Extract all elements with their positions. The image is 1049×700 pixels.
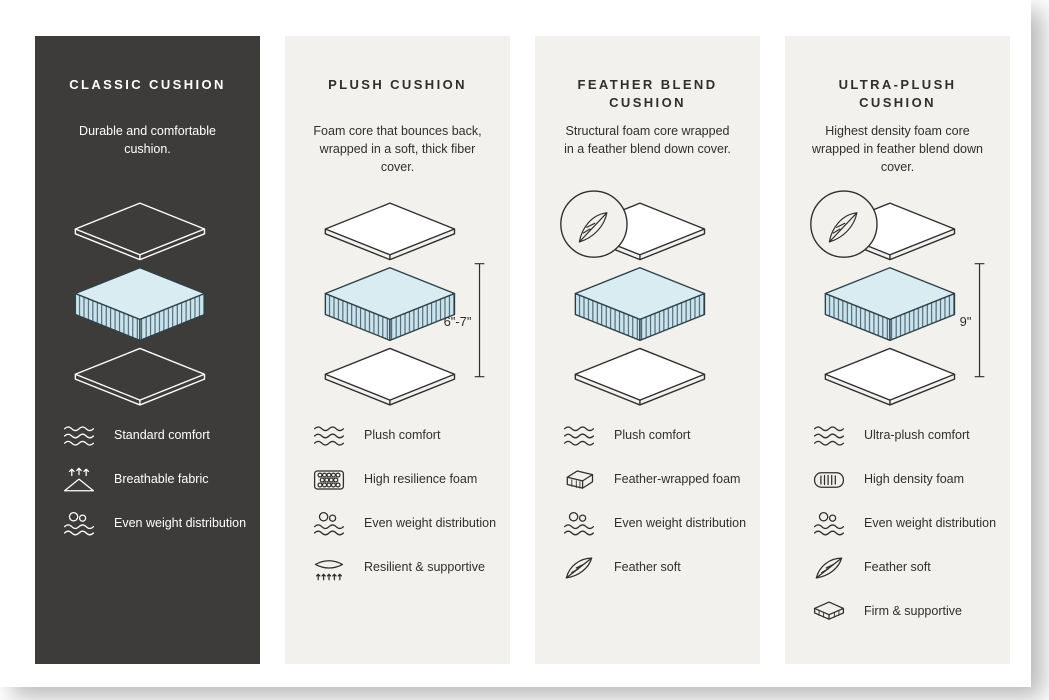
cushion-panels: CLASSIC CUSHION Durable and comfortable …: [35, 36, 1010, 664]
feature-label: Plush comfort: [364, 428, 441, 443]
feature-list: Ultra-plush comfort High density foam: [785, 414, 1010, 627]
feature-label: Even weight distribution: [864, 516, 997, 531]
feather-icon: [561, 554, 599, 582]
feather-icon: [811, 554, 849, 582]
feature-row: Feather soft: [561, 552, 752, 583]
feature-label: High resilience foam: [364, 472, 478, 487]
bottom-cover-layer: [324, 347, 455, 406]
even-weight-icon: [811, 510, 849, 538]
panel-title: PLUSH CUSHION: [328, 77, 467, 92]
panel-classic-cushion: CLASSIC CUSHION Durable and comfortable …: [35, 36, 260, 664]
feature-row: Plush comfort: [311, 420, 502, 451]
feature-row: Resilient & supportive: [311, 552, 502, 583]
top-cover-layer: [324, 202, 455, 261]
feature-row: Standard comfort: [61, 420, 252, 451]
feature-label: Resilient & supportive: [364, 560, 485, 575]
feature-row: Plush comfort: [561, 420, 752, 451]
feature-row: High density foam: [811, 464, 1002, 495]
breathable-icon: [61, 466, 99, 494]
layered-cushion-icon: [559, 190, 705, 406]
panel-plush-cushion: PLUSH CUSHION Foam core that bounces bac…: [285, 36, 510, 664]
layered-cushion-icon: 6"-7": [324, 202, 484, 406]
feature-label: High density foam: [864, 472, 965, 487]
feature-row: Even weight distribution: [811, 508, 1002, 539]
feature-label: Even weight distribution: [364, 516, 497, 531]
panel-title: ULTRA-PLUSH CUSHION: [838, 77, 957, 111]
feature-row: Feather soft: [811, 552, 1002, 583]
feature-label: Breathable fabric: [114, 472, 209, 487]
feature-label: Even weight distribution: [614, 516, 747, 531]
foam-core-layer: [574, 267, 705, 342]
feature-label: Feather-wrapped foam: [614, 472, 741, 487]
feature-row: Feather-wrapped foam: [561, 464, 752, 495]
waves-icon: [311, 422, 349, 450]
layered-cushion-icon: [74, 202, 205, 406]
feature-label: Even weight distribution: [114, 516, 247, 531]
panel-ultra-plush-cushion: ULTRA-PLUSH CUSHION Highest density foam…: [785, 36, 1010, 664]
waves-icon: [561, 422, 599, 450]
foam-core-layer: [74, 267, 205, 342]
feature-list: Plush comfort Feather-wrapped foam: [535, 414, 760, 583]
even-weight-icon: [561, 510, 599, 538]
waves-icon: [811, 422, 849, 450]
feature-row: Even weight distribution: [561, 508, 752, 539]
feature-row: Breathable fabric: [61, 464, 252, 495]
resilient-supportive-icon: [311, 554, 349, 582]
panel-title: FEATHER BLEND CUSHION: [577, 77, 718, 111]
even-weight-icon: [61, 510, 99, 538]
feature-label: Plush comfort: [614, 428, 691, 443]
resilience-foam-icon: [311, 466, 349, 494]
cushion-illustration-area: 9": [785, 186, 1010, 414]
height-marker: 9": [959, 263, 984, 378]
foam-core-layer: [324, 267, 455, 342]
panel-title: CLASSIC CUSHION: [69, 77, 226, 92]
bottom-cover-layer: [574, 347, 705, 406]
foam-core-layer: [824, 267, 955, 342]
height-label: 6"-7": [443, 314, 471, 329]
cushion-illustration-area: [535, 186, 760, 414]
panel-description: Foam core that bounces back, wrapped in …: [313, 124, 482, 175]
top-cover-layer: [74, 202, 205, 261]
feature-row: Even weight distribution: [311, 508, 502, 539]
feature-row: Ultra-plush comfort: [811, 420, 1002, 451]
height-marker: 6"-7": [443, 263, 484, 378]
cushion-illustration-area: [35, 186, 260, 414]
infographic-page: CLASSIC CUSHION Durable and comfortable …: [35, 36, 1010, 664]
bottom-cover-layer: [824, 347, 955, 406]
waves-icon: [61, 422, 99, 450]
layered-cushion-icon: 9": [809, 190, 984, 406]
feather-badge: [559, 190, 628, 258]
panel-feather-blend-cushion: FEATHER BLEND CUSHION Structural foam co…: [535, 36, 760, 664]
feature-label: Feather soft: [864, 560, 931, 575]
panel-description: Durable and comfortable cushion.: [79, 124, 216, 157]
feature-label: Ultra-plush comfort: [864, 428, 970, 443]
feature-label: Feather soft: [614, 560, 681, 575]
feature-label: Firm & supportive: [864, 604, 962, 619]
feature-list: Plush comfort High resilience foam: [285, 414, 510, 583]
density-foam-icon: [811, 466, 849, 494]
bottom-cover-layer: [74, 347, 205, 406]
cushion-illustration-area: 6"-7": [285, 186, 510, 414]
feature-row: Even weight distribution: [61, 508, 252, 539]
firm-supportive-icon: [811, 598, 849, 626]
even-weight-icon: [311, 510, 349, 538]
feature-list: Standard comfort Breathable fabric: [35, 414, 260, 539]
feature-label: Standard comfort: [114, 428, 210, 443]
feature-row: Firm & supportive: [811, 596, 1002, 627]
panel-description: Highest density foam core wrapped in fea…: [812, 124, 983, 175]
feature-row: High resilience foam: [311, 464, 502, 495]
feather-badge: [809, 190, 878, 258]
feather-foam-icon: [561, 466, 599, 494]
panel-description: Structural foam core wrapped in a feathe…: [564, 124, 731, 157]
height-label: 9": [959, 314, 971, 329]
